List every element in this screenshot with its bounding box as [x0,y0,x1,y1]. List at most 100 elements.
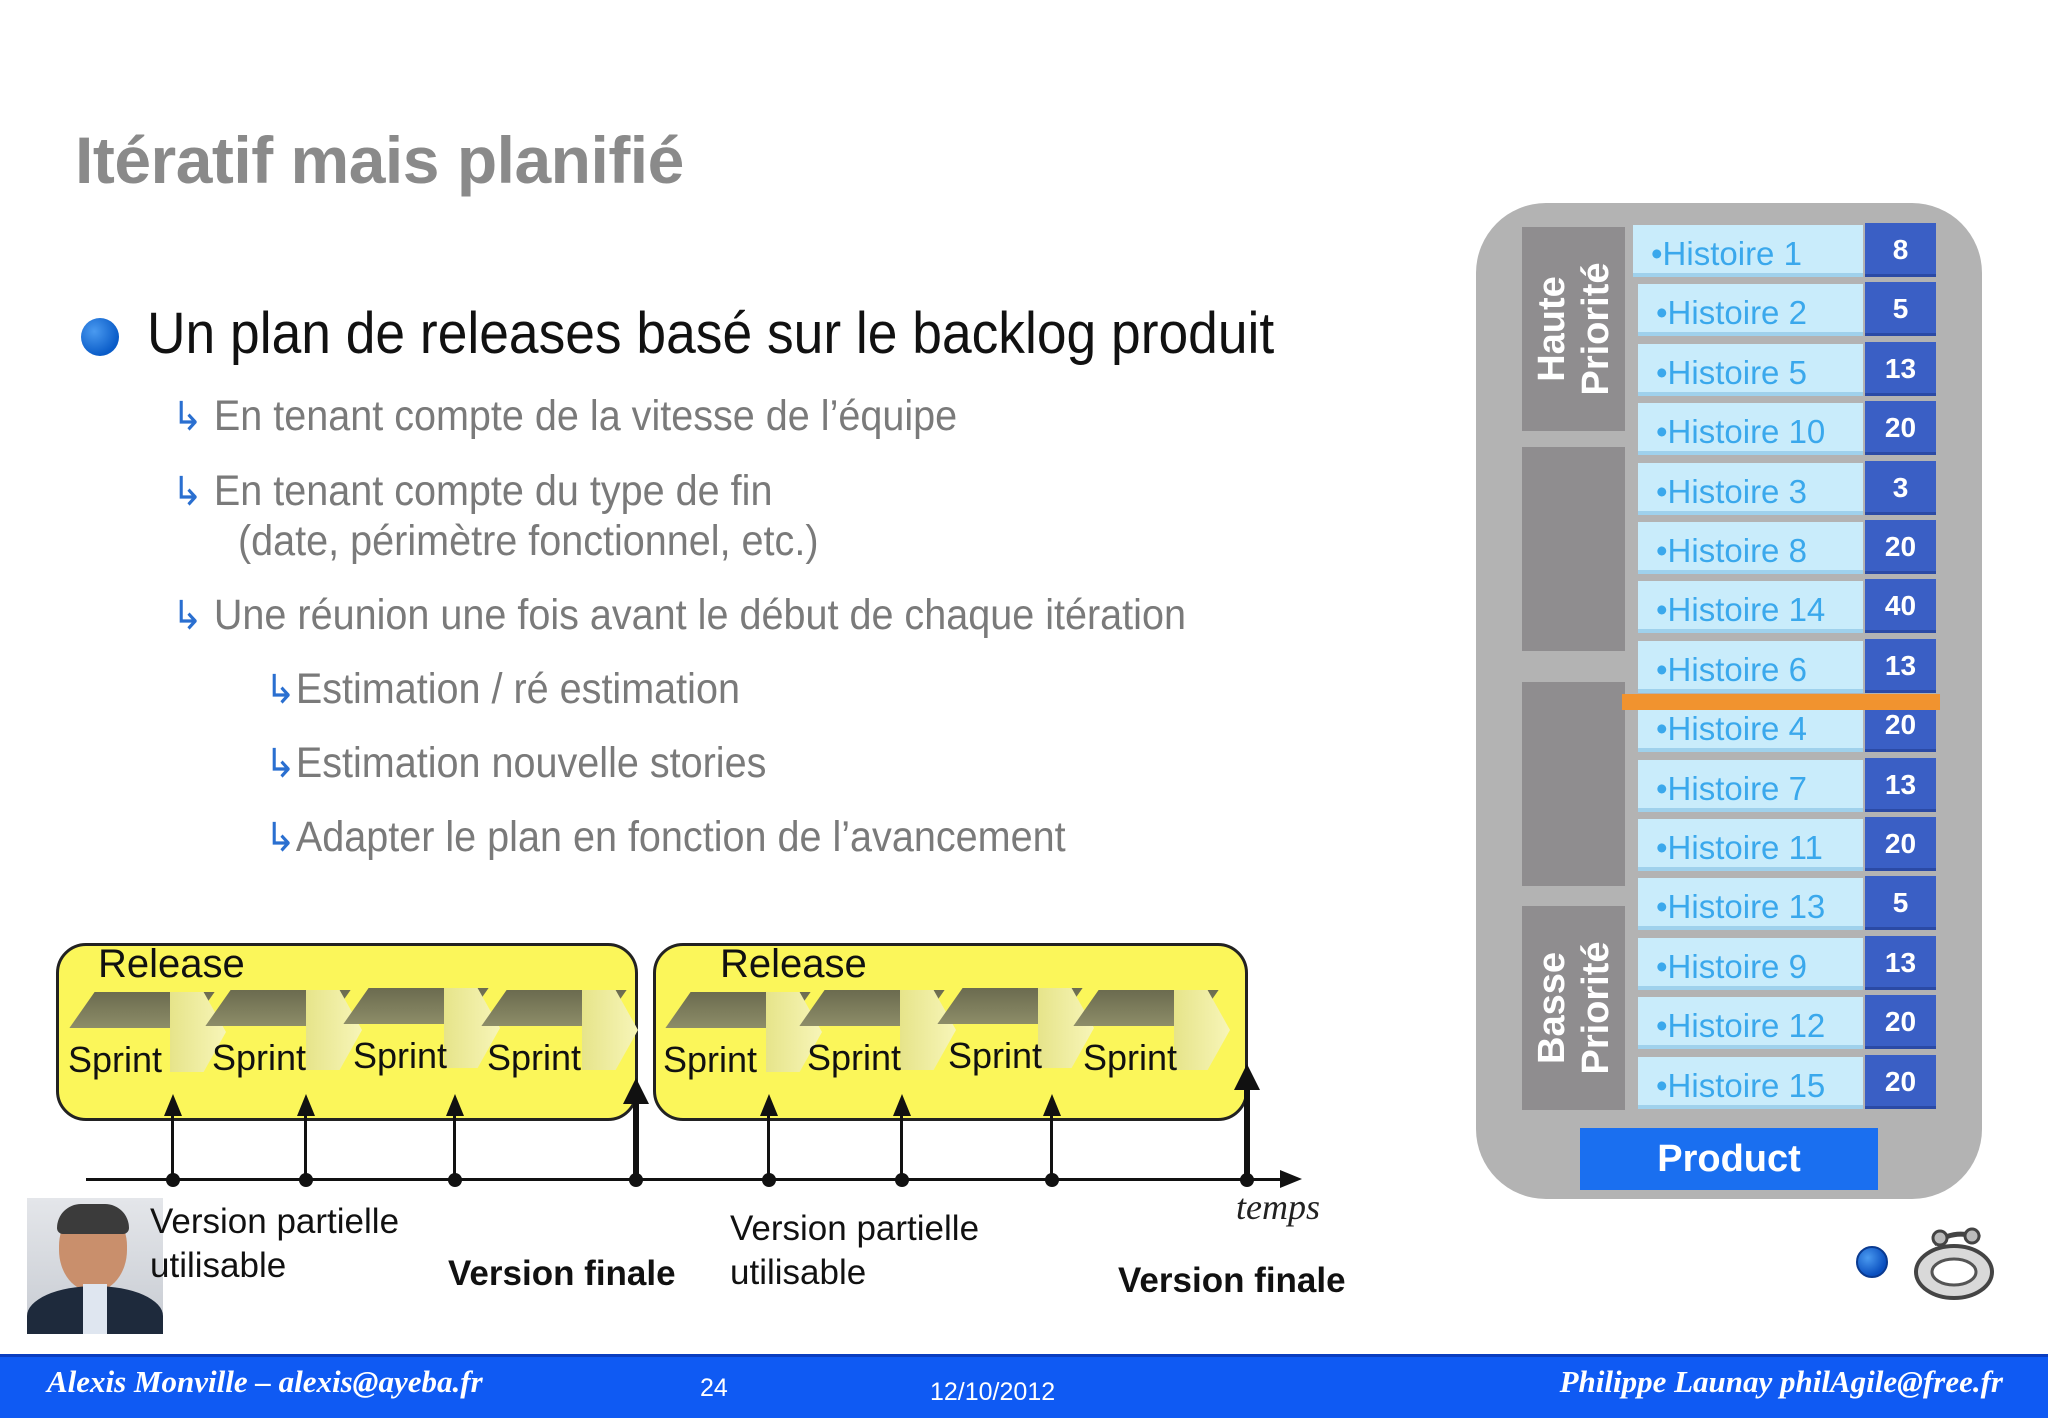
backlog-story: •Histoire 11 [1638,819,1863,871]
sprint-label: Sprint [68,1039,163,1080]
backlog-story: •Histoire 9 [1638,938,1863,990]
photo-shirt [83,1284,107,1334]
arrow-bullet-icon: ↳ [172,594,203,638]
backlog-story: •Histoire 2 [1638,284,1863,336]
footer-date: 12/10/2012 [930,1378,1056,1406]
story-label: •Histoire 14 [1656,591,1826,628]
story-points: 8 [1865,223,1936,277]
photo-hair [57,1204,129,1234]
story-label: •Histoire 15 [1656,1067,1826,1104]
sub-sub-bullet-text: Estimation nouvelle stories [295,739,767,787]
release-label: Release [720,942,867,986]
priority-line: Priorité [1574,262,1617,396]
story-points: 5 [1865,876,1936,930]
milestone-tick [767,1112,770,1180]
arrow-up-icon [297,1094,315,1116]
priority-line: Haute [1530,276,1573,382]
sprint-label: Sprint [212,1037,307,1078]
arrow-up-icon [446,1094,464,1116]
story-points: 20 [1865,520,1936,574]
milestone-dot [1240,1173,1254,1187]
partial-version-text-2: Version partielle utilisable [730,1207,979,1295]
milestone-dot [448,1173,462,1187]
backlog-story: •Histoire 10 [1638,403,1863,455]
slide-title: Itératif mais planifié [75,123,684,197]
story-label: •Histoire 2 [1656,294,1807,331]
milestone-tick [1050,1112,1053,1180]
story-label: •Histoire 1 [1651,235,1802,272]
arrow-up-icon [1043,1094,1061,1116]
sub-bullet-text: Une réunion une fois avant le début de c… [213,591,1186,639]
backlog-story: •Histoire 1 [1633,225,1863,277]
sprint-label: Sprint [663,1039,758,1080]
blue-dot-icon [1856,1246,1888,1278]
sub-bullet-text: En tenant compte du type de fin [213,467,773,515]
sub-sub-bullet-text: Adapter le plan en fonction de l’avancem… [295,813,1066,861]
partial-version-text-1: Version partielle utilisable [150,1200,399,1288]
sub-bullet-text: En tenant compte de la vitesse de l’équi… [213,392,958,440]
sprint-label: Sprint [353,1035,448,1076]
story-label: •Histoire 3 [1656,473,1807,510]
story-label: •Histoire 10 [1656,413,1826,450]
final-version-text-1: Version finale [448,1254,676,1293]
story-label: •Histoire 11 [1656,829,1823,866]
milestone-dot [762,1173,776,1187]
story-points: 5 [1865,282,1936,336]
story-label: •Histoire 7 [1656,770,1807,807]
high-priority-column: Haute Priorité [1522,227,1625,431]
backlog-story: •Histoire 13 [1638,878,1863,930]
sub-sub-bullet-2: ↳Estimation nouvelle stories [265,739,766,788]
story-points: 20 [1865,1055,1936,1109]
sprint-label: Sprint [1083,1037,1178,1078]
backlog-story: •Histoire 5 [1638,344,1863,396]
axis-label: temps [1236,1187,1320,1227]
release-cut-line [1622,694,1940,710]
priority-line: Priorité [1574,941,1617,1075]
backlog-story: •Histoire 7 [1638,760,1863,812]
logo-icon [1910,1224,1998,1304]
sprint-label: Sprint [487,1037,582,1078]
footer-author-right: Philippe Launay philAgile@free.fr [1559,1364,2003,1399]
time-axis [86,1178,1282,1181]
story-label: •Histoire 13 [1656,888,1826,925]
story-label: •Histoire 8 [1656,532,1807,569]
sub-bullet-2-continued: (date, périmètre fonctionnel, etc.) [238,517,819,565]
story-points: 13 [1865,758,1936,812]
arrow-bullet-icon: ↳ [265,742,296,786]
sub-sub-bullet-text: Estimation / ré estimation [295,665,740,713]
milestone-dot [1045,1173,1059,1187]
arrow-bullet-icon: ↳ [265,668,296,712]
low-priority-label: Basse Priorité [1530,941,1618,1074]
milestone-tick [453,1112,456,1180]
milestone-tick [900,1112,903,1180]
milestone-tick [633,1100,639,1180]
milestone-dot [299,1173,313,1187]
story-points: 40 [1865,579,1936,633]
backlog-story: •Histoire 8 [1638,522,1863,574]
arrow-up-icon [893,1094,911,1116]
partial-version-line: Version partielle [150,1202,400,1241]
arrow-up-icon [1234,1064,1260,1090]
axis-arrow-icon [1280,1170,1302,1188]
bullet-dot-icon [81,318,119,356]
high-priority-label: Haute Priorité [1530,262,1618,395]
backlog-story: •Histoire 6 [1638,641,1863,693]
story-points: 3 [1865,461,1936,515]
priority-line: Basse [1530,952,1573,1064]
milestone-tick [1244,1086,1250,1180]
page-number: 24 [700,1374,728,1402]
partial-version-line: Version partielle [730,1209,980,1248]
sprint-label: Sprint [807,1037,902,1078]
arrow-bullet-icon: ↳ [265,816,296,860]
story-label: •Histoire 6 [1656,651,1807,688]
speaker-photo [27,1198,163,1334]
backlog-story: •Histoire 14 [1638,581,1863,633]
footer-author-left: Alexis Monville – alexis@ayeba.fr [47,1364,483,1399]
backlog-story: •Histoire 12 [1638,997,1863,1049]
backlog-story: •Histoire 3 [1638,463,1863,515]
story-points: 20 [1865,401,1936,455]
arrow-up-icon [760,1094,778,1116]
arrow-bullet-icon: ↳ [172,395,203,439]
sprint-label: Sprint [948,1035,1043,1076]
main-bullet-text: Un plan de releases basé sur le backlog … [147,301,1275,366]
